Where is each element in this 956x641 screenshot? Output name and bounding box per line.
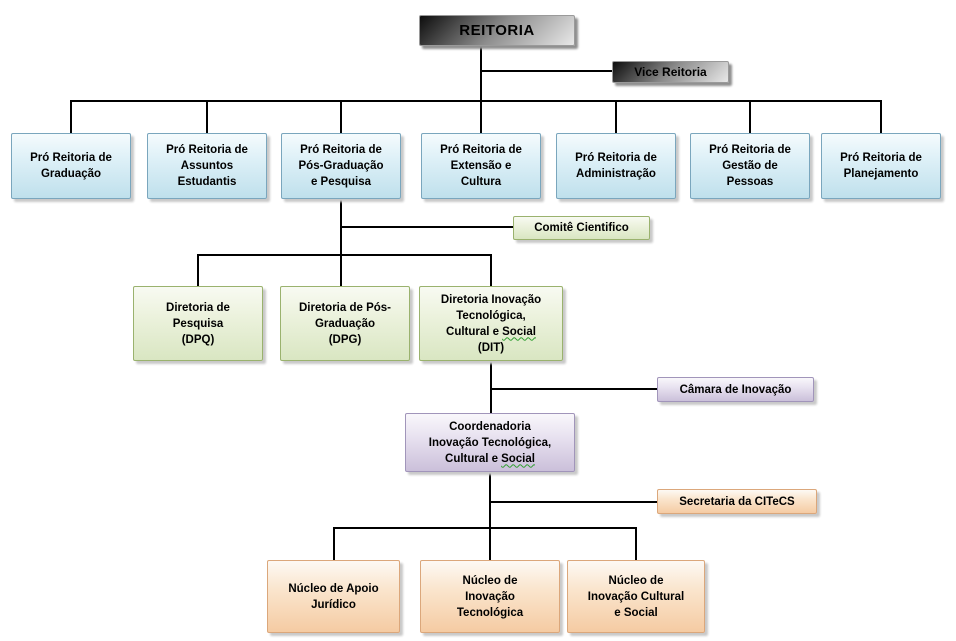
box-pro-reitoria-administracao: Pró Reitoria de Administração (556, 133, 676, 199)
connector-line (333, 527, 335, 560)
connector-line (635, 527, 637, 560)
connector-line (197, 254, 491, 256)
box-label-segment: Cultural e (445, 452, 499, 465)
box-label-line: Comitê Cientifico (534, 222, 629, 234)
connector-line (490, 388, 657, 390)
box-label-line: Pró Reitoria de (440, 144, 522, 156)
connector-line (489, 472, 491, 560)
box-label-line: Assuntos (180, 160, 234, 172)
box-pro-reitoria-planejamento: Pró Reitoria de Planejamento (821, 133, 941, 199)
box-label-line: Diretoria Inovação (440, 293, 542, 306)
box-label-line: Núcleo de (608, 574, 664, 587)
box-label-line: Tecnológica (456, 606, 524, 619)
box-comite-cientifico: Comitê Cientifico (513, 216, 650, 240)
box-pro-reitoria-assuntos-estudantis: Pró Reitoria de Assuntos Estudantis (147, 133, 267, 199)
connector-line (340, 100, 342, 133)
box-label-line: Inovação (465, 590, 515, 603)
box-label-line: Diretoria de (166, 301, 230, 314)
box-label-line: Coordenadoria (449, 420, 531, 433)
box-label-segment: Cultural e (446, 325, 500, 338)
connector-line (340, 199, 342, 286)
connector-line (70, 100, 882, 102)
box-pro-reitoria-pos-graduacao-pesquisa: Pró Reitoria de Pós-Graduação e Pesquisa (281, 133, 401, 199)
box-diretoria-inovacao: Diretoria Inovação Tecnológica, Cultural… (419, 286, 563, 361)
box-label-line: Planejamento (843, 168, 919, 180)
box-label-line: Pesquisa (172, 317, 224, 330)
box-label-line: Gestão de (722, 160, 778, 172)
connector-line (615, 100, 617, 133)
box-label-line: Pró Reitoria de (30, 152, 112, 164)
connector-line (70, 100, 72, 133)
box-label-line: Inovação Cultural (587, 590, 685, 603)
box-label-line: e Social (614, 606, 658, 619)
connector-line (480, 46, 482, 133)
box-label-line: e Pesquisa (310, 176, 372, 188)
connector-line (197, 254, 199, 286)
box-coordenadoria-citecs: Coordenadoria Inovação Tecnológica, Cult… (405, 413, 575, 472)
box-label-line: (DIT) (477, 341, 505, 354)
box-diretoria-pesquisa: Diretoria de Pesquisa (DPQ) (133, 286, 263, 361)
box-label-line: Diretoria de Pós- (298, 301, 392, 314)
box-label-line: Pró Reitoria de (575, 152, 657, 164)
box-label-line: Secretaria da CITeCS (679, 495, 795, 508)
box-vice-reitoria: Vice Reitoria (612, 61, 729, 83)
box-pro-reitoria-graduacao: Pró Reitoria de Graduação (11, 133, 131, 199)
box-label-line: REITORIA (459, 21, 535, 39)
box-label-line: Tecnológica, (456, 309, 526, 322)
box-label-line: Núcleo de (462, 574, 518, 587)
box-label-line: Pós-Graduação (298, 160, 384, 172)
box-label-line: Câmara de Inovação (679, 383, 792, 396)
connector-line (490, 254, 492, 286)
connector-line (880, 100, 882, 133)
box-nucleo-apoio-juridico: Núcleo de Apoio Jurídico (267, 560, 400, 633)
box-label-line: Cultura (460, 176, 502, 188)
box-label-line: Estudantis (177, 176, 237, 188)
box-label-line: Pessoas (726, 176, 774, 188)
box-secretaria-citecs: Secretaria da CITeCS (657, 489, 817, 514)
box-label-segment-spellcheck: Social (501, 452, 535, 465)
box-label-line: Extensão e (450, 160, 512, 172)
box-label-line: Jurídico (311, 598, 356, 611)
connector-line (206, 100, 208, 133)
connector-line (489, 501, 657, 503)
box-camara-inovacao: Câmara de Inovação (657, 377, 814, 402)
box-label-line: Pró Reitoria de (709, 144, 791, 156)
box-label-line: (DPG) (328, 333, 362, 346)
box-nucleo-inovacao-cultural-social: Núcleo de Inovação Cultural e Social (567, 560, 705, 633)
box-label-line: Inovação Tecnológica, (428, 436, 552, 449)
box-label-line: Vice Reitoria (634, 65, 707, 79)
box-label-line: Graduação (314, 317, 376, 330)
box-diretoria-pos-graduacao: Diretoria de Pós- Graduação (DPG) (280, 286, 410, 361)
box-label-line: Pró Reitoria de (166, 144, 248, 156)
box-label-segment-spellcheck: Social (502, 325, 536, 338)
box-reitoria: REITORIA (419, 15, 575, 46)
box-label-line: Núcleo de Apoio (288, 582, 379, 595)
box-label-line: Graduação (40, 168, 102, 180)
box-pro-reitoria-gestao-pessoas: Pró Reitoria de Gestão de Pessoas (690, 133, 810, 199)
box-label-line: Pró Reitoria de (300, 144, 382, 156)
connector-line (333, 527, 636, 529)
connector-line (490, 361, 492, 413)
box-label-line: (DPQ) (181, 333, 215, 346)
connector-line (340, 226, 513, 228)
box-label-line: Pró Reitoria de (840, 152, 922, 164)
box-pro-reitoria-extensao-cultura: Pró Reitoria de Extensão e Cultura (421, 133, 541, 199)
box-label-line: Administração (576, 168, 656, 180)
connector-line (480, 70, 613, 72)
box-nucleo-inovacao-tecnologica: Núcleo de Inovação Tecnológica (420, 560, 560, 633)
connector-line (749, 100, 751, 133)
